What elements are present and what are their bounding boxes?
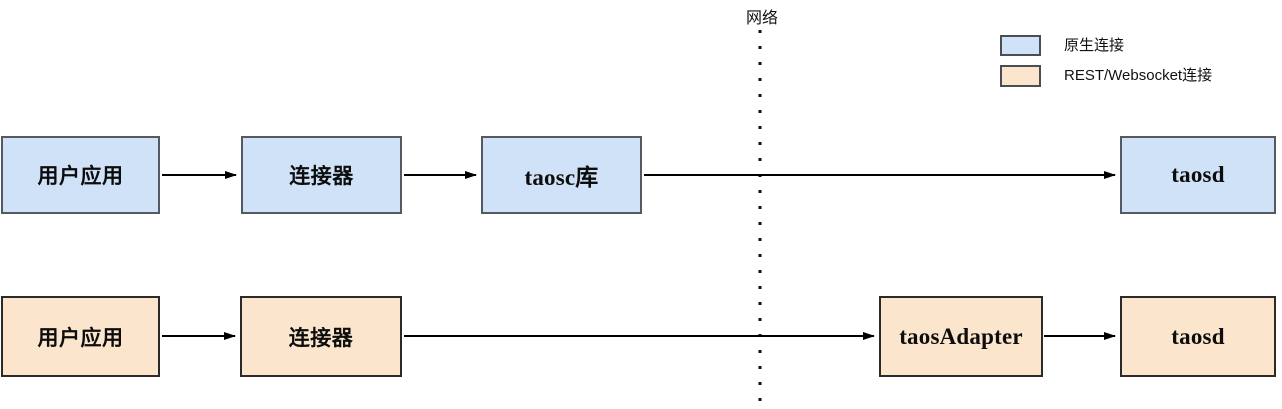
legend-swatch-rest: [1000, 65, 1041, 87]
network-label: 网络: [745, 10, 778, 27]
node-rest-user-app: 用户应用: [1, 296, 160, 377]
legend-swatch-native: [1000, 35, 1041, 56]
node-native-taosd: taosd: [1120, 136, 1276, 214]
node-rest-connector: 连接器: [240, 296, 402, 377]
legend-label-rest: REST/Websocket连接: [1064, 67, 1213, 84]
node-rest-taosadapter: taosAdapter: [879, 296, 1043, 377]
node-rest-taosd: taosd: [1120, 296, 1276, 377]
node-native-connector: 连接器: [241, 136, 402, 214]
legend-label-native: 原生连接: [1064, 37, 1125, 54]
node-native-taosc-lib: taosc库: [481, 136, 642, 214]
node-native-user-app: 用户应用: [1, 136, 160, 214]
